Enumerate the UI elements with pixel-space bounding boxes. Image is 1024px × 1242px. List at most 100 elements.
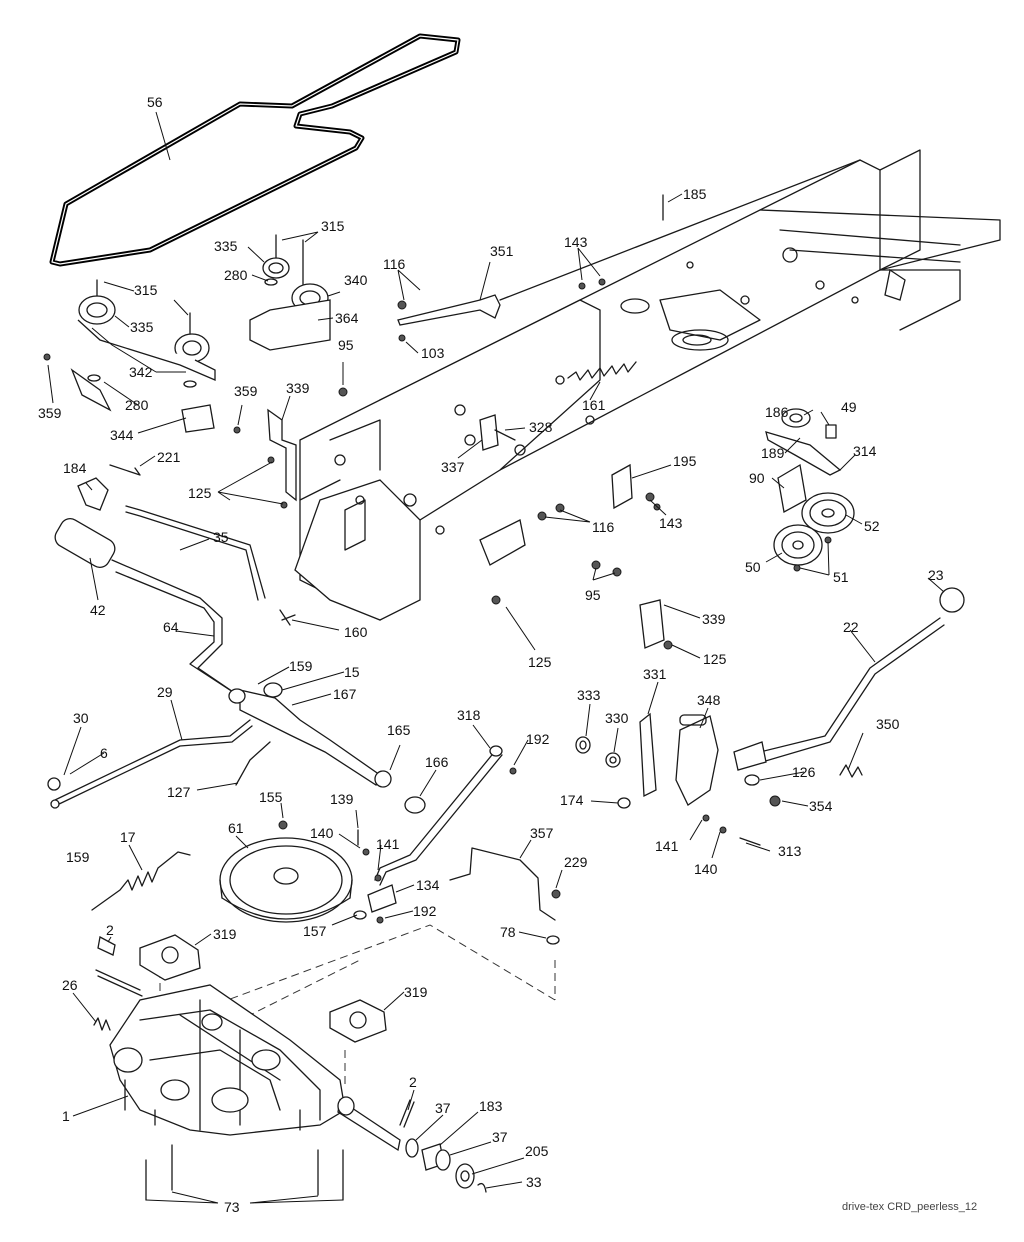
callout-165: 165	[387, 722, 411, 738]
callout-342: 342	[129, 364, 153, 380]
callout-339: 339	[702, 611, 726, 627]
callout-26: 26	[62, 977, 78, 993]
callout-116: 116	[592, 519, 615, 535]
callout-33: 33	[526, 1174, 542, 1190]
callout-143: 143	[659, 515, 683, 531]
callout-339: 339	[286, 380, 310, 396]
nut-116a	[397, 300, 407, 310]
callout-6: 6	[100, 745, 108, 761]
callout-155: 155	[259, 789, 283, 805]
callout-30: 30	[73, 710, 89, 726]
nut-143a	[578, 282, 586, 290]
callout-335: 335	[214, 238, 238, 254]
callout-37: 37	[435, 1100, 451, 1116]
bracket-337	[479, 414, 499, 451]
callout-labels: 56 315 335 280 340 364 315 335 342 280 3…	[38, 94, 944, 1215]
callout-344: 344	[110, 427, 134, 443]
callout-56: 56	[147, 94, 163, 110]
callout-116: 116	[383, 256, 406, 272]
callout-280: 280	[125, 397, 149, 413]
callout-166: 166	[425, 754, 449, 770]
callout-29: 29	[157, 684, 173, 700]
callout-23: 23	[928, 567, 944, 583]
callout-330: 330	[605, 710, 629, 726]
callout-42: 42	[90, 602, 106, 618]
callout-95: 95	[585, 587, 601, 603]
callout-159: 159	[66, 849, 90, 865]
callout-335: 335	[130, 319, 154, 335]
key-2	[399, 1099, 415, 1128]
callout-333: 333	[577, 687, 601, 703]
right-pulley-group	[765, 408, 855, 572]
callout-186: 186	[765, 404, 789, 420]
callout-22: 22	[843, 619, 859, 635]
callout-229: 229	[564, 854, 588, 870]
bolt-95a	[338, 387, 348, 397]
callout-318: 318	[457, 707, 481, 723]
callout-73: 73	[224, 1199, 240, 1215]
callout-49: 49	[841, 399, 857, 415]
callout-51: 51	[833, 569, 849, 585]
callout-141: 141	[655, 838, 679, 854]
callout-52: 52	[864, 518, 880, 534]
callout-37: 37	[492, 1129, 508, 1145]
transmission-pulley	[219, 820, 397, 924]
callout-348: 348	[697, 692, 721, 708]
callout-161: 161	[582, 397, 606, 413]
callout-331: 331	[643, 666, 667, 682]
idler-pulley-group	[43, 234, 331, 434]
callout-205: 205	[525, 1143, 549, 1159]
callout-351: 351	[490, 243, 514, 259]
callout-221: 221	[157, 449, 181, 465]
leader-lines	[47, 111, 945, 1204]
callout-15: 15	[344, 664, 360, 680]
callout-160: 160	[344, 624, 368, 640]
callout-328: 328	[529, 419, 553, 435]
callout-90: 90	[749, 470, 765, 486]
callout-357: 357	[530, 825, 554, 841]
callout-1: 1	[62, 1108, 70, 1124]
washer-205	[455, 1163, 475, 1189]
callout-64: 64	[163, 619, 179, 635]
clip-33	[477, 1182, 487, 1193]
callout-364: 364	[335, 310, 359, 326]
callout-192: 192	[526, 731, 550, 747]
bracket-339a	[267, 408, 297, 502]
callout-125: 125	[188, 485, 212, 501]
callout-140: 140	[694, 861, 718, 877]
callout-125: 125	[703, 651, 727, 667]
callout-340: 340	[344, 272, 368, 288]
callout-2: 2	[106, 922, 114, 938]
drive-belt	[49, 33, 461, 267]
callout-167: 167	[333, 686, 357, 702]
callout-192: 192	[413, 903, 437, 919]
callout-78: 78	[500, 924, 516, 940]
callout-174: 174	[560, 792, 584, 808]
callout-185: 185	[683, 186, 707, 202]
callout-314: 314	[853, 443, 877, 459]
washer-37b	[435, 1149, 451, 1171]
callout-280: 280	[224, 267, 248, 283]
callout-319: 319	[213, 926, 237, 942]
callout-125: 125	[528, 654, 552, 670]
tractor-frame	[294, 149, 1001, 621]
callout-359: 359	[234, 383, 258, 399]
callout-139: 139	[330, 791, 354, 807]
callout-17: 17	[120, 829, 136, 845]
callout-127: 127	[167, 784, 191, 800]
callout-141: 141	[376, 836, 400, 852]
callout-95: 95	[338, 337, 354, 353]
callout-35: 35	[213, 529, 229, 545]
callout-143: 143	[564, 234, 588, 250]
callout-195: 195	[673, 453, 697, 469]
callout-50: 50	[745, 559, 761, 575]
bracket-195	[611, 463, 633, 510]
callout-189: 189	[761, 445, 785, 461]
callout-134: 134	[416, 877, 440, 893]
callout-315: 315	[321, 218, 345, 234]
control-rods	[47, 464, 965, 911]
callout-315: 315	[134, 282, 158, 298]
callout-61: 61	[228, 820, 244, 836]
callout-184: 184	[63, 460, 87, 476]
